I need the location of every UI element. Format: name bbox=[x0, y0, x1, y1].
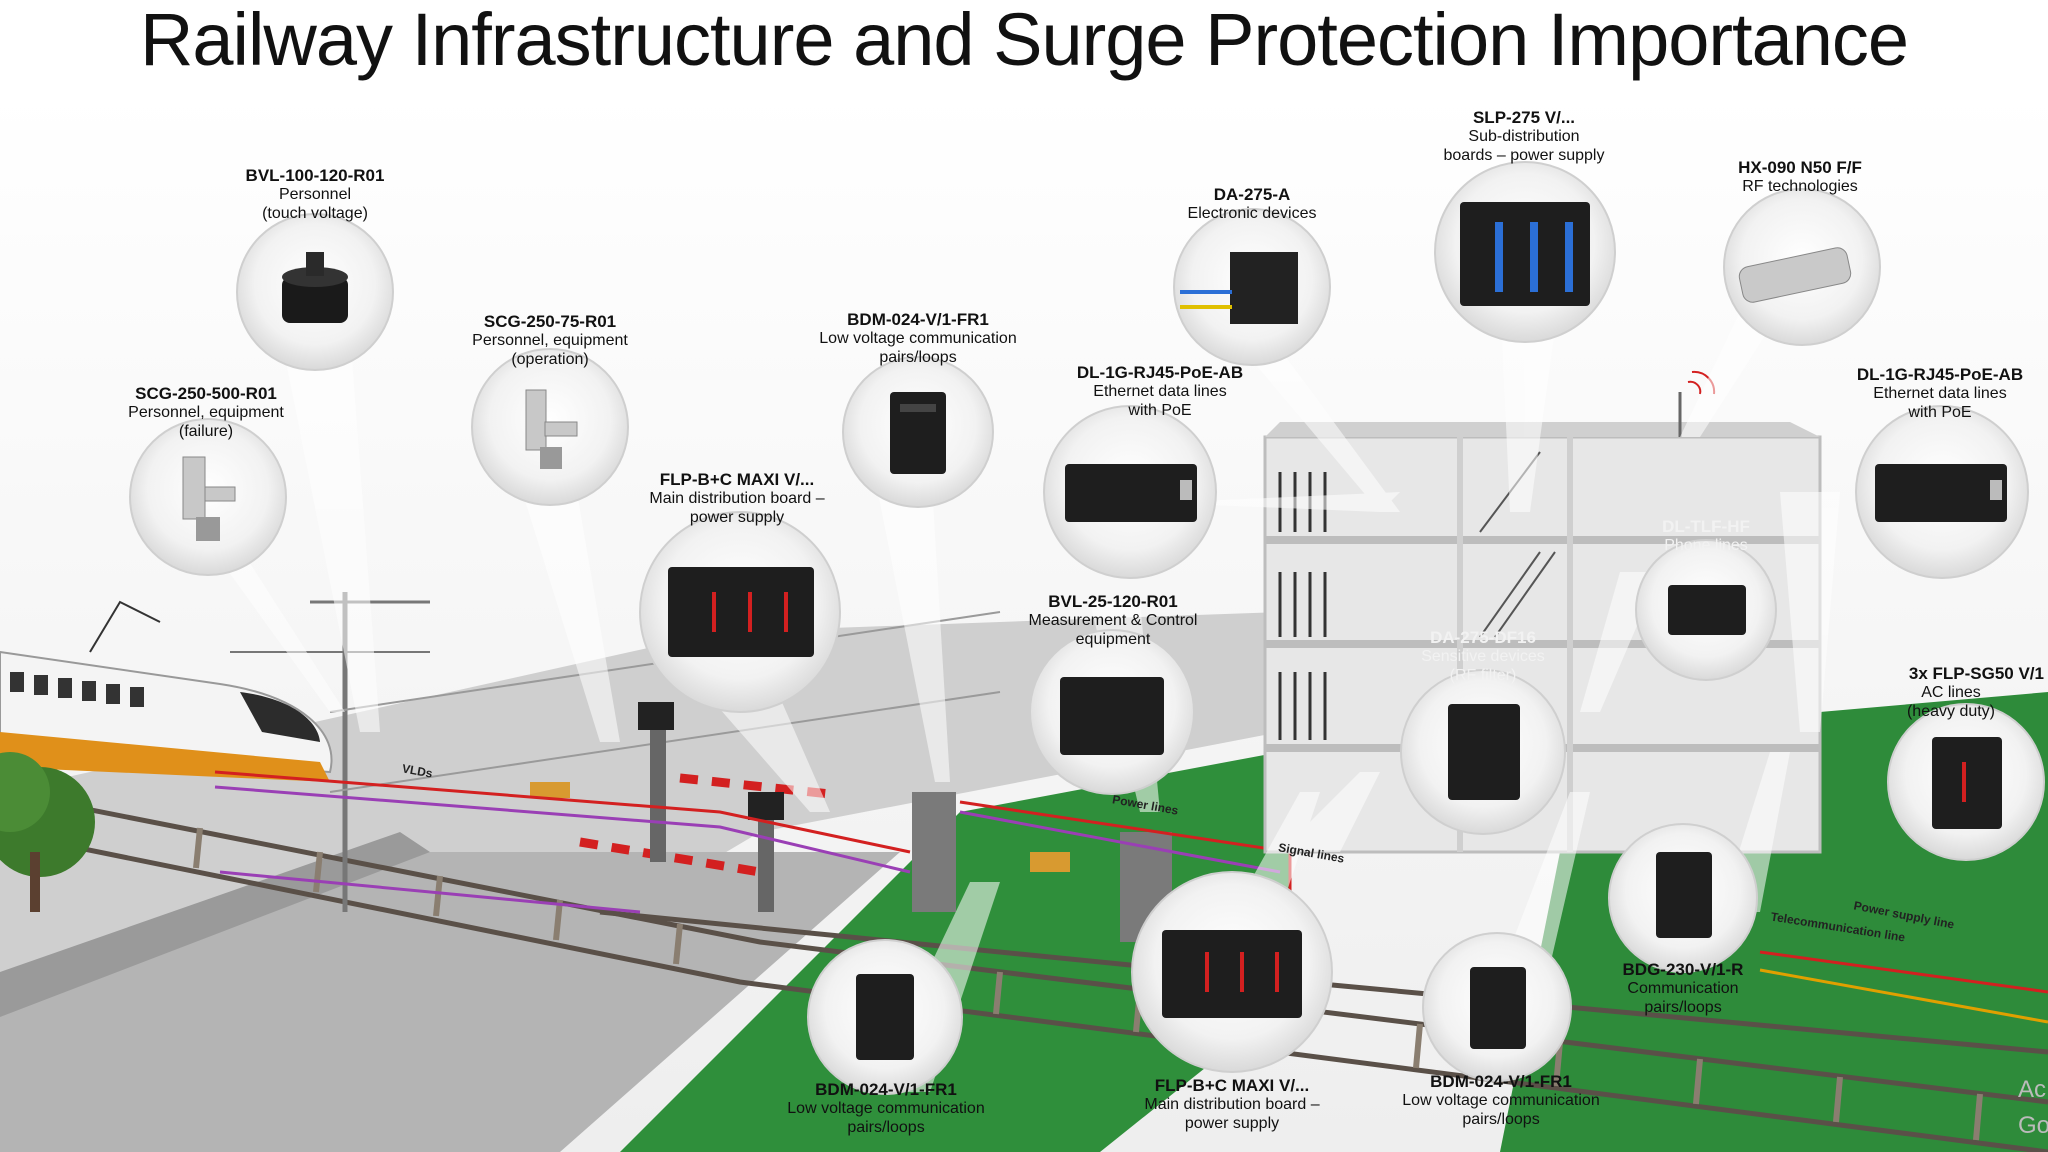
label-flp-sg50: 3x FLP-SG50 V/1 AC lines (heavy duty) bbox=[1906, 664, 2044, 720]
device-bvl-100-120 bbox=[282, 252, 348, 323]
label-bdm-024-bottom-right: BDM-024-V/1-FR1 Low voltage communicatio… bbox=[1402, 1072, 1600, 1128]
train bbox=[0, 600, 333, 782]
device-scg-250-500 bbox=[182, 456, 236, 541]
label-bvl-100-120-r01: BVL-100-120-R01 Personnel (touch voltage… bbox=[245, 166, 385, 222]
trackside-cabinets bbox=[530, 782, 1172, 942]
device-flp-top bbox=[668, 567, 814, 657]
label-bvl-25-120-r01: BVL-25-120-R01 Measurement & Control equ… bbox=[1028, 592, 1198, 648]
device-dl-1g-right bbox=[1875, 464, 2007, 522]
device-bdm-bottom-left bbox=[856, 974, 914, 1060]
corner-text-b: Go bbox=[2018, 1112, 2048, 1139]
label-flp-bc-maxi-bottom: FLP-B+C MAXI V/... Main distribution boa… bbox=[1144, 1076, 1320, 1132]
label-flp-bc-maxi-top: FLP-B+C MAXI V/... Main distribution boa… bbox=[649, 470, 825, 526]
corner-text-a: Ac bbox=[2018, 1076, 2047, 1103]
label-bdm-024-bottom-left: BDM-024-V/1-FR1 Low voltage communicatio… bbox=[787, 1080, 985, 1136]
label-bdg-230-v1-r: BDG-230-V/1-R Communication pairs/loops bbox=[1622, 960, 1744, 1016]
device-da-275-df16 bbox=[1448, 704, 1520, 800]
label-dl-1g-rj45-left: DL-1G-RJ45-PoE-AB Ethernet data lines wi… bbox=[1076, 363, 1244, 419]
device-flp-sg50 bbox=[1932, 737, 2002, 829]
device-products bbox=[182, 202, 2007, 1060]
device-scg-250-75 bbox=[525, 389, 578, 469]
label-scg-250-500-r01: SCG-250-500-R01 Personnel, equipment (fa… bbox=[128, 384, 284, 440]
device-bdm-bottom-right bbox=[1470, 967, 1526, 1049]
page-title: Railway Infrastructure and Surge Protect… bbox=[139, 0, 1909, 81]
device-dl-tlf-hf bbox=[1668, 585, 1746, 635]
device-dl-1g-left bbox=[1065, 464, 1197, 522]
device-flp-bottom bbox=[1162, 930, 1302, 1018]
device-da-275-a bbox=[1180, 252, 1298, 324]
device-slp-275 bbox=[1460, 202, 1590, 306]
label-slp-275: SLP-275 V/... Sub-distribution boards – … bbox=[1443, 108, 1605, 164]
device-bdm-top bbox=[890, 392, 946, 474]
label-dl-1g-rj45-right: DL-1G-RJ45-PoE-AB Ethernet data lines wi… bbox=[1856, 365, 2024, 421]
railway-scene: BVL-100-120-R01 Personnel (touch voltage… bbox=[0, 92, 2048, 1152]
label-scg-250-75-r01: SCG-250-75-R01 Personnel, equipment (ope… bbox=[472, 312, 628, 368]
label-hx-090-n50: HX-090 N50 F/F RF technologies bbox=[1738, 158, 1862, 195]
device-bdg-230 bbox=[1656, 852, 1712, 938]
tree bbox=[0, 752, 95, 912]
scene-illustration bbox=[0, 92, 2048, 1152]
device-hx-090 bbox=[1738, 247, 1852, 303]
road-edge bbox=[0, 832, 430, 1017]
device-bvl-25-120 bbox=[1060, 677, 1164, 755]
label-dl-tlf-hf: DL-TLF-HF Phone lines bbox=[1662, 517, 1750, 554]
label-da-275-df16: DA-275-DF16 Sensitive devices (RF filter… bbox=[1421, 628, 1545, 684]
label-da-275-a: DA-275-A Electronic devices bbox=[1187, 185, 1317, 222]
label-bdm-024-top: BDM-024-V/1-FR1 Low voltage communicatio… bbox=[819, 310, 1017, 366]
crossing-barriers bbox=[579, 702, 831, 912]
